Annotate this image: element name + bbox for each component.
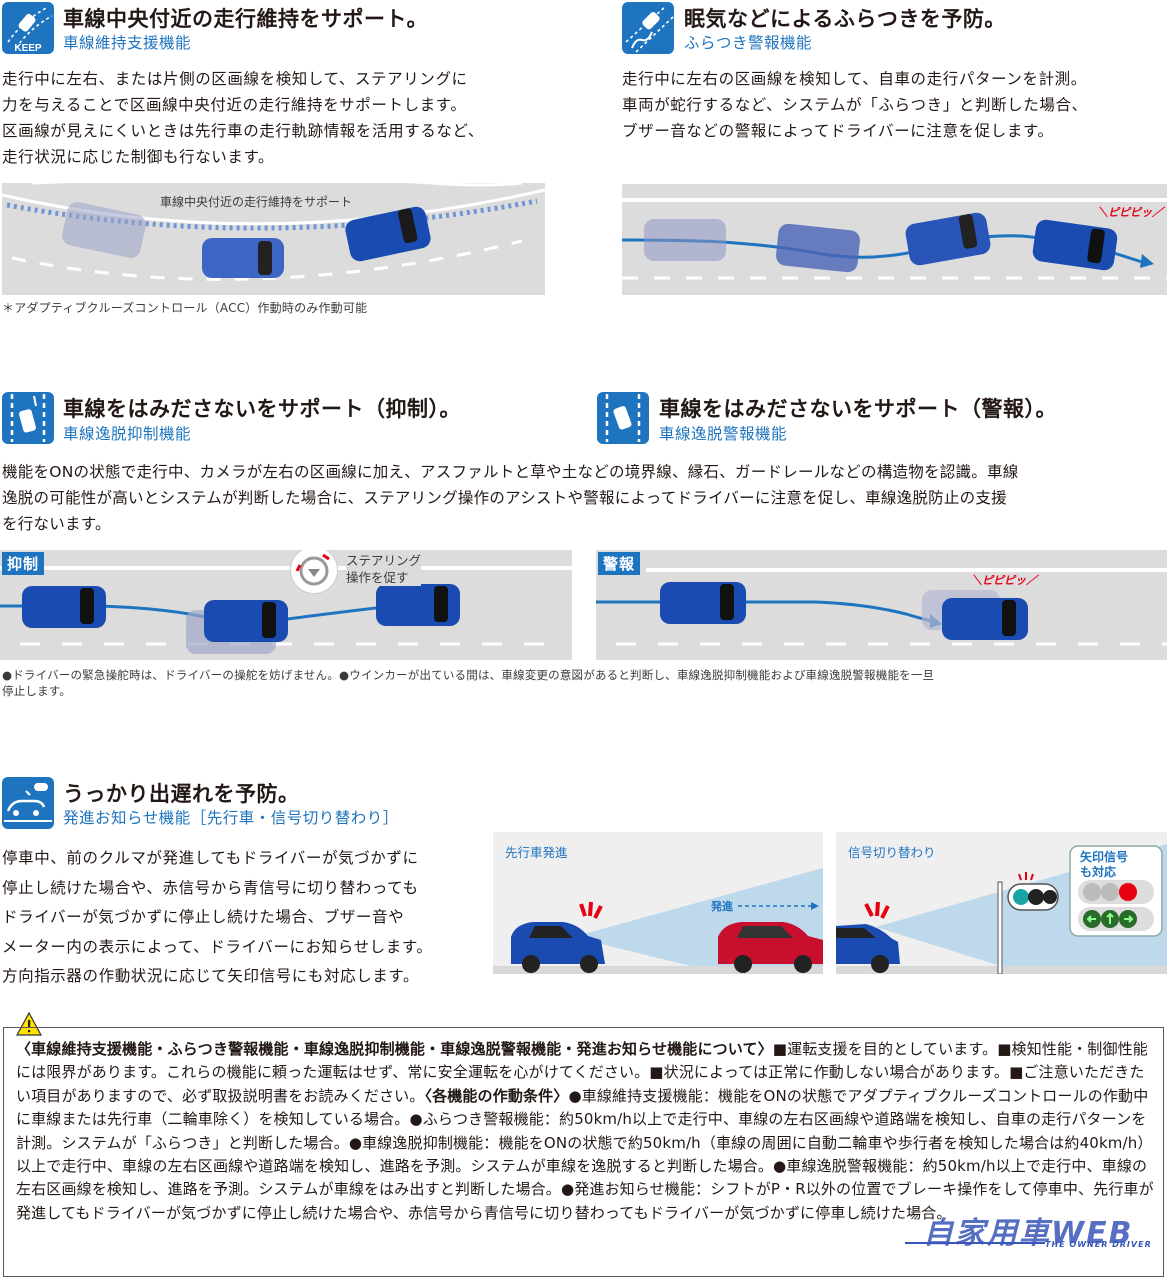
watermark-logo: 自家用車WEB xyxy=(923,1216,1134,1251)
feature-title-lane-keep: 車線中央付近の走行維持をサポート。 xyxy=(63,7,429,31)
watermark-tagline: THE OWNER DRIVER xyxy=(1045,1240,1152,1249)
caution-notice-box: 〈車線維持支援機能・ふらつき警報機能・車線逸脱抑制機能・車線逸脱警報機能・発進お… xyxy=(3,1027,1164,1277)
beep-alert-text: ＼ピピピッ／ xyxy=(1097,206,1163,219)
arrow-signal-label: 矢印信号 も対応 xyxy=(1080,850,1129,879)
feature-subtitle-start-notify: 発進お知らせ機能［先行車・信号切り替わり］ xyxy=(63,809,399,827)
start-label: 発進 xyxy=(711,900,733,913)
lane-keep-description: 走行中に左右、または片側の区画線を検知して、ステアリングに 力を与えることで区画… xyxy=(2,70,484,166)
lane-departure-description: 機能をONの状態で走行中、カメラが左右の区画線に加え、アスファルトと草や土などの… xyxy=(2,463,1019,533)
lead-car-start-panel: 先行車発進 発進 xyxy=(493,832,823,974)
warning-tag: 警報 xyxy=(598,552,641,575)
blue-car-side xyxy=(836,924,900,973)
start-notify-description: 停車中、前のクルマが発進してもドライバーが気づかずに 停止し続けた場合や、赤信号… xyxy=(2,849,433,985)
feature-title-lane-depart-suppress: 車線をはみださないをサポート（抑制）。 xyxy=(63,397,461,421)
suppress-tag: 抑制 xyxy=(2,552,45,575)
lane-departure-suppress-diagram: 抑制 ステアリング 操作を促す xyxy=(0,550,572,660)
signal-change-title: 信号切り替わり xyxy=(848,845,936,860)
warning-triangle-icon xyxy=(15,1011,43,1036)
acc-footnote: ＊アダプティブクルーズコントロール（ACC）作動時のみ作動可能 xyxy=(2,301,368,315)
feature-subtitle-lane-depart-suppress: 車線逸脱抑制機能 xyxy=(63,425,192,443)
lead-car-start-title: 先行車発進 xyxy=(505,845,568,860)
lane-departure-notes: ●ドライバーの緊急操舵時は、ドライバーの操舵を妨げません。●ウインカーが出ている… xyxy=(2,668,935,698)
red-car-side xyxy=(718,922,823,973)
lane-keep-diagram-caption: 車線中央付近の走行維持をサポート xyxy=(160,195,353,209)
wobble-description: 走行中に左右の区画線を検知して、自車の走行パターンを計測。 車両が蛇行するなど、… xyxy=(622,70,1088,140)
feature-subtitle-lane-depart-warning: 車線逸脱警報機能 xyxy=(659,425,788,443)
start-notification-icon xyxy=(2,777,54,829)
lane-departure-warning-icon xyxy=(597,392,649,444)
feature-title-lane-depart-warning: 車線をはみださないをサポート（警報）。 xyxy=(659,397,1057,421)
feature-subtitle-lane-keep: 車線維持支援機能 xyxy=(63,34,192,52)
feature-subtitle-wobble: ふらつき警報機能 xyxy=(684,34,813,52)
caution-notice-text: 〈車線維持支援機能・ふらつき警報機能・車線逸脱抑制機能・車線逸脱警報機能・発進お… xyxy=(16,1040,1154,1222)
signal-change-panel: 信号切り替わり 矢印信号 も対応 xyxy=(836,832,1167,974)
steering-wheel-icon xyxy=(290,550,338,594)
car-mid xyxy=(202,238,284,278)
wobble-warning-icon xyxy=(622,2,674,54)
lane-keep-diagram: 車線中央付近の走行維持をサポート xyxy=(2,183,545,295)
car-front xyxy=(345,206,431,262)
blue-car-side xyxy=(511,922,605,973)
svg-text:KEEP: KEEP xyxy=(14,43,42,54)
beep-alert-text: ＼ピピピッ／ xyxy=(971,574,1037,587)
publisher-watermark: 自家用車WEB THE OWNER DRIVER xyxy=(905,1208,1151,1256)
lane-departure-suppress-icon xyxy=(2,392,54,444)
steering-assist-label: ステアリング 操作を促す xyxy=(346,552,422,586)
feature-title-start-notify: うっかり出遅れを予防。 xyxy=(63,782,300,806)
car-ghost xyxy=(62,202,146,258)
wobble-diagram: ＼ピピピッ／ xyxy=(622,184,1167,295)
feature-title-wobble: 眠気などによるふらつきを予防。 xyxy=(684,7,1006,31)
keep-lane-icon: KEEP xyxy=(2,2,54,54)
lane-departure-warning-diagram: 警報 ＼ピピピッ／ xyxy=(596,550,1167,660)
